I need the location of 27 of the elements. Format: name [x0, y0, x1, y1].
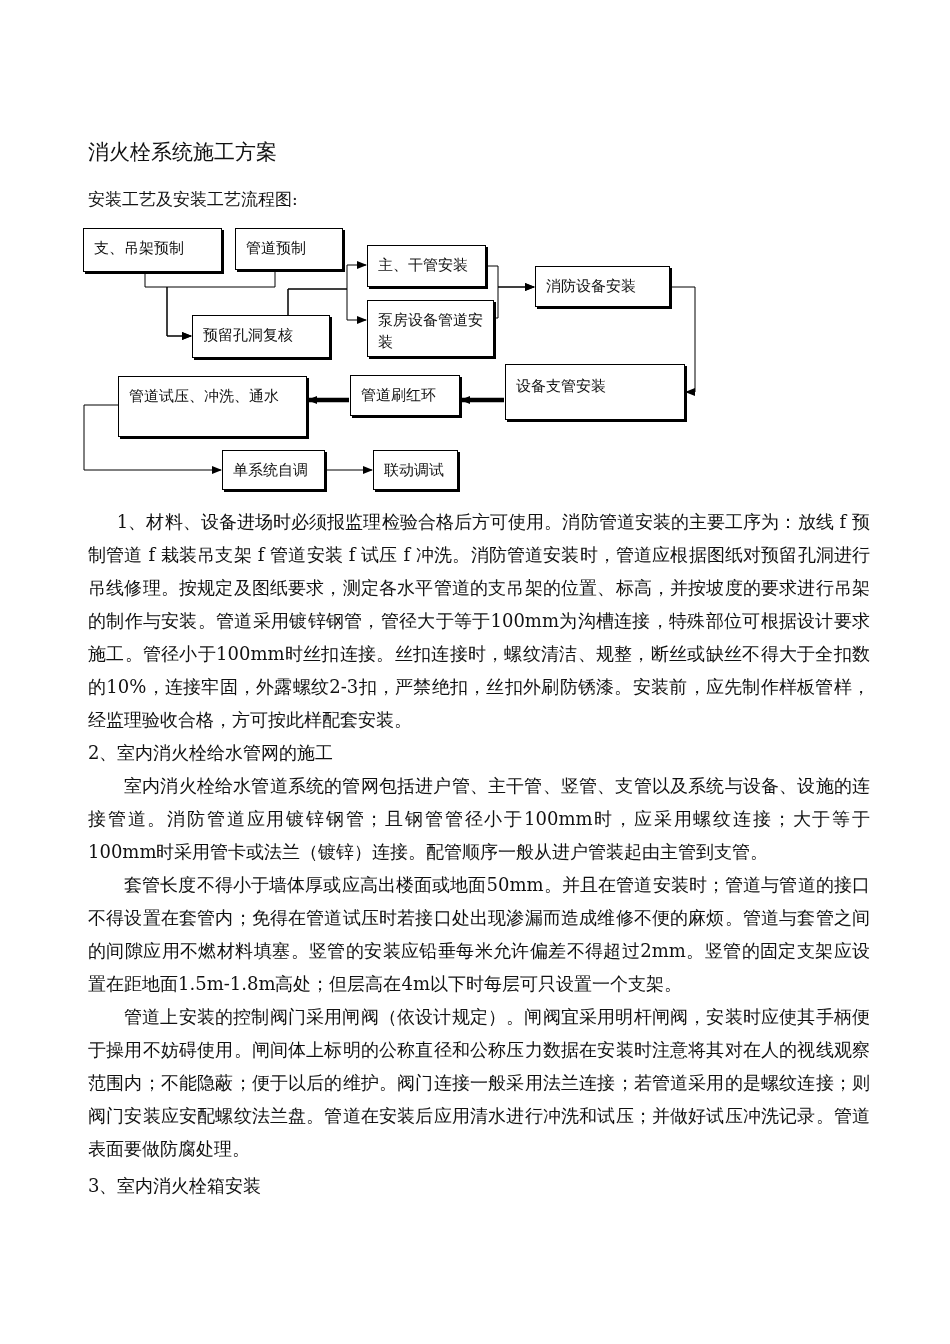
- process-box: 管道刷红环: [350, 375, 460, 416]
- arrow: [494, 283, 535, 319]
- arrow: [307, 396, 349, 404]
- process-box: 管道试压、冲洗、通水: [118, 376, 307, 437]
- paragraph: 管道上安装的控制阀门采用闸阀（依设计规定）。闸阀宜采用明杆闸阀，安装时应使其手柄便于操用不妨碍使用。闸间体上标明的公称直径和公称压力数据在安装时注意将其对在人的视线观察范围内；不能隐蔽；便于以后的维护。阀门连接一般采用法兰连接；若管道采用的是螺纹连接；则阀门安装应安配螺纹法兰盘。管道在安装后应用清水进行冲洗和试压；并做好试压冲洗记录。管道表面要做防腐处理。: [88, 1005, 870, 1161]
- section-heading: 3、室内消火栓箱安装: [88, 1174, 263, 1198]
- paragraph: 室内消火栓给水管道系统的管网包括进户管、主干管、竖管、支管以及系统与设备、设施的连接管道。消防管道应用镀锌钢管；且钢管管径小于100mm时，应采用螺纹连接；大于等于100mm时采用管卡或法兰（镀锌）连接。配管顺序一般从进户管装起由主管到支管。: [88, 774, 870, 864]
- process-box: 主、干管安装: [367, 245, 486, 287]
- arrow: [670, 286, 696, 396]
- page-title: 消火栓系统施工方案: [88, 139, 277, 166]
- process-box: 联动调试: [373, 450, 458, 490]
- section-heading: 2、室内消火栓给水管网的施工: [88, 741, 335, 765]
- arrow: [287, 288, 367, 324]
- arrow: [460, 396, 504, 404]
- process-box: 单系统自调: [222, 450, 325, 490]
- arrow: [166, 270, 276, 340]
- subtitle: 安装工艺及安装工艺流程图:: [88, 188, 298, 211]
- arrow: [83, 404, 222, 474]
- process-box: 泵房设备管道安装: [367, 300, 494, 357]
- paragraph: 1、材料、设备进场时必须报监理检验合格后方可使用。消防管道安装的主要工序为：放线 f 预制管道 f 栽装吊支架 f 管道安装 f 试压 f 冲洗。消防管道安装时，管道应根据图纸对预留孔洞进行吊线修理。按规定及图纸要求，测定各水平管道的支吊架的位置、标高，并按坡度的要求进行吊架的制作与安装。管道采用镀锌钢管，管径大于等于100mm为沟槽连接，特殊部位可根据设计要求施工。管径小于100mm时丝扣连接。丝扣连接时，螺纹清洁、规整，断丝或缺丝不得大于全扣数的10%，连接牢固，外露螺纹2-3扣，严禁绝扣，丝扣外刷防锈漆。安装前，应先制作样板管样，经监理验收合格，方可按此样配套安装。: [88, 510, 870, 732]
- process-box: 支、吊架预制: [83, 228, 222, 272]
- process-box: 管道预制: [235, 228, 343, 270]
- arrow: [325, 466, 373, 474]
- process-box: 预留孔洞复核: [192, 315, 330, 358]
- process-box: 消防设备安装: [535, 266, 670, 307]
- paragraph: 套管长度不得小于墙体厚或应高出楼面或地面50mm。并且在管道安装时；管道与管道的接口不得设置在套管内；免得在管道试压时若接口处出现渗漏而造成维修不便的麻烦。管道与套管之间的间隙应用不燃材料填塞。竖管的安装应铅垂每米允许偏差不得超过2mm。竖管的固定支架应设置在距地面1.5m-1.8m高处；但层高在4m以下时每层可只设置一个支架。: [88, 873, 870, 996]
- process-box: 设备支管安装: [505, 364, 685, 420]
